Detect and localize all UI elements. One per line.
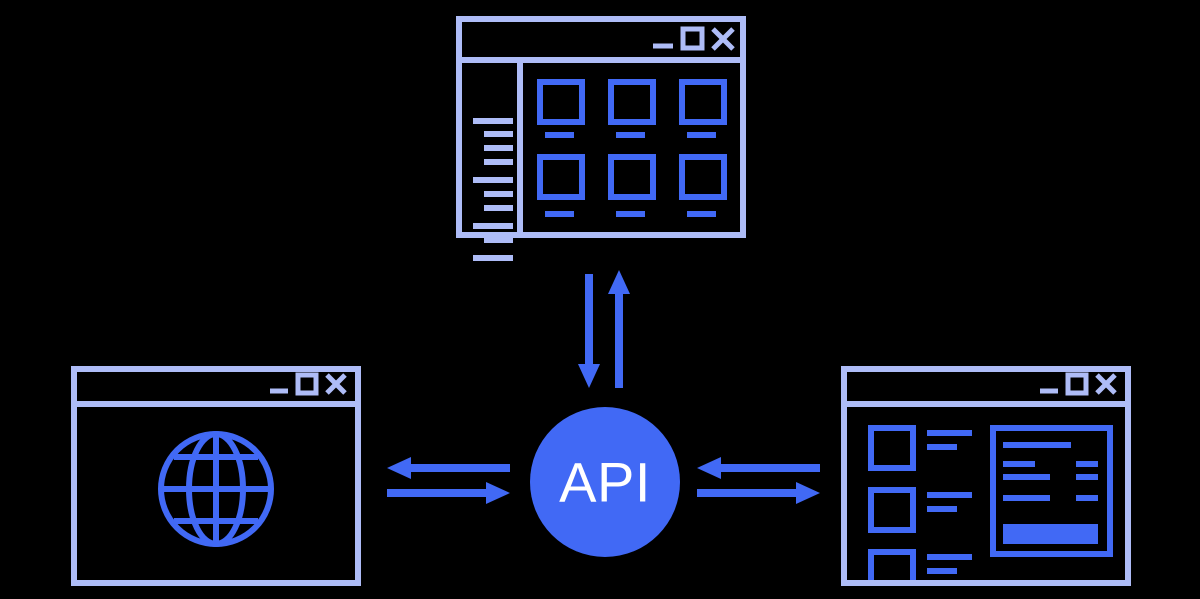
- card-5[interactable]: [608, 154, 656, 217]
- list-item[interactable]: [868, 425, 972, 471]
- arrow-right-to-records: [697, 482, 820, 504]
- card-4[interactable]: [537, 154, 585, 217]
- globe-icon: [158, 431, 274, 547]
- right-window-controls[interactable]: [1040, 372, 1117, 396]
- list-item-subtitle: [927, 506, 957, 512]
- detail-field-2a: [1003, 474, 1050, 480]
- top-window-card-grid[interactable]: [537, 79, 727, 217]
- card-1[interactable]: [537, 79, 585, 138]
- card-1-label: [545, 132, 574, 138]
- maximize-icon[interactable]: [1065, 372, 1089, 396]
- arrow-down-to-api: [578, 274, 600, 388]
- connector-left: [387, 457, 510, 504]
- list-item-subtitle: [927, 568, 957, 574]
- connector-top: [578, 270, 630, 388]
- sidebar-section-2[interactable]: [473, 177, 513, 183]
- card-4-label: [545, 211, 574, 217]
- detail-submit-button[interactable]: [1003, 524, 1098, 544]
- maximize-icon[interactable]: [295, 372, 319, 396]
- left-window[interactable]: [71, 366, 361, 586]
- sidebar-section-3[interactable]: [473, 223, 513, 229]
- detail-field-1a: [1003, 461, 1035, 467]
- sidebar-item-3[interactable]: [484, 159, 513, 165]
- close-icon[interactable]: [711, 27, 735, 51]
- card-3-label: [687, 132, 716, 138]
- card-2-label: [616, 132, 645, 138]
- list-item-title: [927, 430, 972, 436]
- maximize-icon[interactable]: [680, 26, 705, 51]
- detail-field-3a: [1003, 495, 1050, 501]
- left-window-frame: [71, 366, 361, 586]
- right-window-frame: [841, 366, 1131, 586]
- arrow-left-to-api: [697, 457, 820, 479]
- card-6[interactable]: [679, 154, 727, 217]
- card-3[interactable]: [679, 79, 727, 138]
- sidebar-section-4[interactable]: [473, 255, 513, 261]
- card-5-label: [616, 211, 645, 217]
- detail-heading: [1003, 442, 1071, 448]
- sidebar-item-6[interactable]: [484, 237, 513, 243]
- api-label: API: [559, 451, 651, 514]
- detail-value-3: [1076, 495, 1098, 501]
- api-hub[interactable]: API: [530, 407, 680, 557]
- arrow-left-to-browser: [387, 457, 510, 479]
- top-window-sidebar[interactable]: [473, 118, 513, 261]
- sidebar-item-2[interactable]: [484, 145, 513, 151]
- sidebar-item-1[interactable]: [484, 131, 513, 137]
- close-icon[interactable]: [325, 373, 347, 395]
- right-window-detail-panel[interactable]: [990, 425, 1113, 557]
- detail-value-2: [1076, 474, 1098, 480]
- top-window[interactable]: [456, 16, 746, 261]
- list-item-title: [927, 492, 972, 498]
- connector-right: [697, 457, 820, 504]
- api-circle[interactable]: [530, 407, 680, 557]
- list-item[interactable]: [868, 549, 972, 592]
- top-window-frame: [456, 16, 746, 238]
- list-item-title: [927, 554, 972, 560]
- right-window[interactable]: [841, 366, 1131, 592]
- list-item[interactable]: [868, 487, 972, 533]
- arrow-right-to-api: [387, 482, 510, 504]
- sidebar-item-4[interactable]: [484, 191, 513, 197]
- sidebar-item-5[interactable]: [484, 205, 513, 211]
- arrow-up-to-top-window: [608, 270, 630, 388]
- sidebar-section-1[interactable]: [473, 118, 513, 124]
- card-6-label: [687, 211, 716, 217]
- card-2[interactable]: [608, 79, 656, 138]
- close-icon[interactable]: [1095, 373, 1117, 395]
- top-window-controls[interactable]: [653, 26, 735, 51]
- detail-value-1: [1076, 461, 1098, 467]
- list-item-subtitle: [927, 444, 957, 450]
- right-window-list[interactable]: [868, 425, 972, 592]
- left-window-controls[interactable]: [270, 372, 347, 396]
